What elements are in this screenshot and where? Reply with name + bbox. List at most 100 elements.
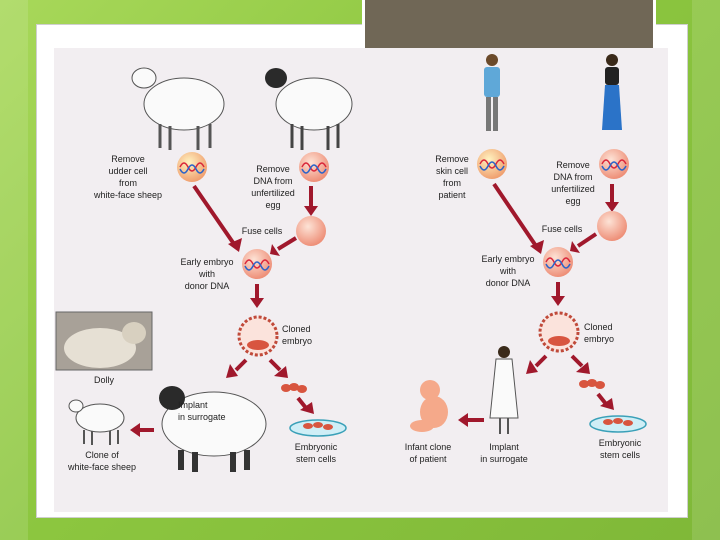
label-line: in surrogate bbox=[480, 454, 528, 464]
label-line: donor DNA bbox=[185, 281, 230, 291]
infant-icon bbox=[410, 380, 448, 432]
cloned-embryo-icon bbox=[540, 313, 578, 351]
arrow-icon bbox=[270, 360, 280, 370]
cloning-diagram: Remove udder cell from white-face sheep … bbox=[54, 48, 668, 512]
early-embryo-label-left: Early embryo with donor DNA bbox=[180, 257, 233, 291]
label-line: Embryonic bbox=[295, 442, 338, 452]
arrow-head-icon bbox=[304, 206, 318, 216]
empty-egg-icon bbox=[296, 216, 326, 246]
label-line: Cloned bbox=[584, 322, 613, 332]
title-tab bbox=[362, 0, 656, 51]
label-line: unfertilized bbox=[251, 188, 295, 198]
dolly-photo bbox=[56, 312, 152, 370]
arrow-icon bbox=[572, 356, 582, 366]
clone-of-sheep-label: Clone of white-face sheep bbox=[67, 450, 136, 472]
arrow-icon bbox=[578, 234, 596, 246]
arrow-icon bbox=[194, 186, 234, 244]
label-line: Remove bbox=[256, 164, 290, 174]
label-line: patient bbox=[438, 190, 466, 200]
infant-clone-label: Infant clone of patient bbox=[405, 442, 452, 464]
surrogate-woman-icon bbox=[490, 346, 518, 434]
petri-dish-icon bbox=[290, 420, 346, 436]
label-line: egg bbox=[565, 196, 580, 206]
remove-skin-cell-label: Remove skin cell from patient bbox=[435, 154, 469, 200]
egg-cell-dna-icon bbox=[599, 149, 629, 179]
label-line: Early embryo bbox=[481, 254, 534, 264]
label-line: Remove bbox=[435, 154, 469, 164]
arrow-head-icon bbox=[526, 360, 538, 374]
label-line: stem cells bbox=[296, 454, 337, 464]
label-line: with bbox=[499, 266, 516, 276]
early-embryo-cell-icon bbox=[242, 249, 272, 279]
arrow-head-icon bbox=[270, 244, 280, 256]
arrow-icon bbox=[278, 238, 296, 249]
label-line: white-face sheep bbox=[67, 462, 136, 472]
udder-cell-icon bbox=[177, 152, 207, 182]
cell-cluster-icon bbox=[579, 379, 605, 389]
skin-cell-icon bbox=[477, 149, 507, 179]
label-line: DNA from bbox=[553, 172, 592, 182]
label-line: Clone of bbox=[85, 450, 119, 460]
stem-cells-label-right: Embryonic stem cells bbox=[599, 438, 642, 460]
remove-dna-label-left: Remove DNA from unfertilized egg bbox=[251, 164, 295, 210]
arrow-head-icon bbox=[605, 202, 619, 212]
label-line: Early embryo bbox=[180, 257, 233, 267]
cloned-embryo-label-left: Cloned embryo bbox=[282, 324, 312, 346]
early-embryo-label-right: Early embryo with donor DNA bbox=[481, 254, 534, 288]
arrow-head-icon bbox=[130, 423, 140, 437]
petri-dish-icon bbox=[590, 416, 646, 432]
early-embryo-cell-icon bbox=[543, 247, 573, 277]
label-line: Implant bbox=[178, 400, 208, 410]
egg-cell-dna-icon bbox=[299, 152, 329, 182]
fuse-cells-label-right: Fuse cells bbox=[542, 224, 583, 234]
arrow-icon bbox=[536, 356, 546, 366]
man-figure-icon bbox=[484, 54, 500, 131]
fuse-cells-label-left: Fuse cells bbox=[242, 226, 283, 236]
stem-cells-label-left: Embryonic stem cells bbox=[295, 442, 338, 464]
label-line: from bbox=[119, 178, 137, 188]
label-line: white-face sheep bbox=[93, 190, 162, 200]
label-line: embryo bbox=[282, 336, 312, 346]
arrow-head-icon bbox=[226, 364, 238, 378]
cloned-embryo-label-right: Cloned embryo bbox=[584, 322, 614, 344]
arrow-head-icon bbox=[250, 298, 264, 308]
label-line: unfertilized bbox=[551, 184, 595, 194]
background-stripe bbox=[0, 0, 28, 540]
empty-egg-icon bbox=[597, 211, 627, 241]
label-line: donor DNA bbox=[486, 278, 531, 288]
dolly-label: Dolly bbox=[94, 375, 115, 385]
label-line: from bbox=[443, 178, 461, 188]
surrogate-sheep-icon bbox=[159, 386, 266, 472]
cloned-embryo-icon bbox=[239, 317, 277, 355]
woman-figure-icon bbox=[602, 54, 622, 130]
label-line: skin cell bbox=[436, 166, 468, 176]
label-line: egg bbox=[265, 200, 280, 210]
arrow-icon bbox=[598, 394, 606, 404]
remove-dna-label-right: Remove DNA from unfertilized egg bbox=[551, 160, 595, 206]
white-face-sheep-icon bbox=[132, 68, 224, 150]
label-line: of patient bbox=[409, 454, 447, 464]
label-line: udder cell bbox=[108, 166, 147, 176]
label-line: Infant clone bbox=[405, 442, 452, 452]
label-line: Cloned bbox=[282, 324, 311, 334]
arrow-head-icon bbox=[551, 296, 565, 306]
arrow-icon bbox=[494, 184, 536, 246]
black-face-sheep-icon bbox=[265, 68, 352, 150]
implant-surrogate-label-right: Implant in surrogate bbox=[480, 442, 528, 464]
label-line: DNA from bbox=[253, 176, 292, 186]
label-line: Implant bbox=[489, 442, 519, 452]
label-line: Remove bbox=[111, 154, 145, 164]
label-line: embryo bbox=[584, 334, 614, 344]
arrow-head-icon bbox=[458, 413, 468, 427]
label-line: with bbox=[198, 269, 215, 279]
clone-lamb-icon bbox=[69, 400, 124, 445]
cell-cluster-icon bbox=[281, 383, 307, 393]
remove-udder-cell-label: Remove udder cell from white-face sheep bbox=[93, 154, 162, 200]
label-line: Remove bbox=[556, 160, 590, 170]
label-line: stem cells bbox=[600, 450, 641, 460]
label-line: in surrogate bbox=[178, 412, 226, 422]
label-line: Embryonic bbox=[599, 438, 642, 448]
arrow-head-icon bbox=[570, 241, 580, 253]
arrow-icon bbox=[298, 398, 306, 408]
background-stripe bbox=[692, 0, 720, 540]
